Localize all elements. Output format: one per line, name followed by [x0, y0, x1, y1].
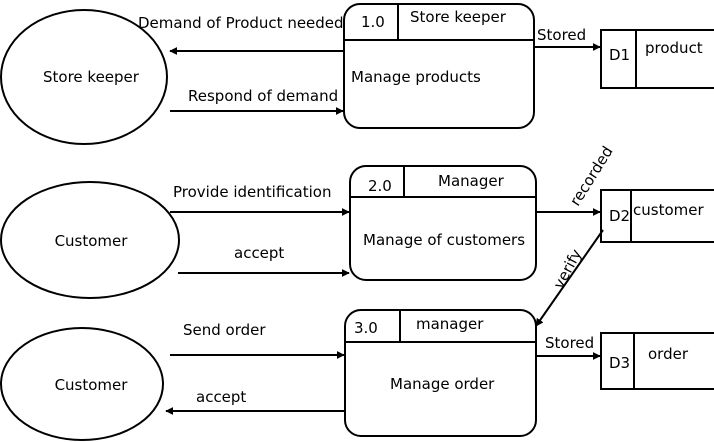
- flow-demand-needed: Demand of Product needed: [138, 14, 344, 55]
- flow-demand-needed-label: Demand of Product needed: [138, 14, 344, 32]
- flow-stored-1-label: Stored: [537, 26, 586, 44]
- flow-recorded-label: recorded: [566, 143, 617, 209]
- data-store-d3-id: D3: [609, 354, 630, 372]
- process-3-name: Manage order: [390, 375, 495, 393]
- data-store-d3: D3 order: [600, 332, 714, 390]
- flow-stored-2: Stored: [537, 334, 601, 360]
- flow-recorded: recorded: [537, 143, 617, 216]
- flow-send-order-label: Send order: [183, 321, 266, 339]
- flow-respond-demand: Respond of demand: [170, 87, 344, 115]
- flow-stored-1: Stored: [535, 26, 601, 51]
- flow-respond-demand-label: Respond of demand: [188, 87, 338, 105]
- flow-verify-label: verify: [550, 246, 586, 292]
- process-3: 3.0 manager Manage order: [344, 309, 537, 437]
- process-3-owner: manager: [416, 315, 484, 333]
- process-2: 2.0 Manager Manage of customers: [349, 165, 537, 281]
- process-2-name: Manage of customers: [363, 231, 525, 249]
- flow-accept-1-label: accept: [234, 244, 284, 262]
- data-store-d1-id: D1: [609, 46, 630, 64]
- process-1-owner: Store keeper: [410, 8, 507, 26]
- data-store-d1-name: product: [645, 39, 703, 57]
- data-store-d2-name: customer: [633, 201, 704, 219]
- flow-verify: verify: [535, 229, 604, 327]
- process-1-number: 1.0: [361, 13, 385, 31]
- flow-stored-2-label: Stored: [545, 334, 594, 352]
- entity-store-keeper: Store keeper: [0, 9, 168, 145]
- entity-customer-2: Customer: [0, 327, 164, 441]
- flow-accept-2-label: accept: [196, 388, 246, 406]
- data-store-d3-name: order: [648, 345, 689, 363]
- data-store-d2: D2 customer: [600, 189, 714, 243]
- flow-provide-identification-label: Provide identification: [173, 183, 331, 201]
- process-2-owner: Manager: [438, 172, 505, 190]
- flow-accept-1: accept: [178, 244, 350, 277]
- process-1: 1.0 Store keeper Manage products: [343, 3, 535, 129]
- entity-customer-1-label: Customer: [55, 232, 129, 250]
- data-store-d2-id: D2: [609, 207, 630, 225]
- entity-customer-1: Customer: [0, 181, 180, 299]
- entity-customer-2-label: Customer: [55, 376, 129, 394]
- entity-store-keeper-label: Store keeper: [43, 68, 140, 86]
- process-3-number: 3.0: [354, 319, 378, 337]
- flow-accept-2: accept: [165, 388, 344, 415]
- flow-send-order: Send order: [170, 321, 345, 359]
- process-1-name: Manage products: [351, 68, 481, 86]
- process-2-number: 2.0: [368, 177, 392, 195]
- data-store-d1: D1 product: [600, 29, 714, 89]
- flow-provide-identification: Provide identification: [170, 183, 350, 216]
